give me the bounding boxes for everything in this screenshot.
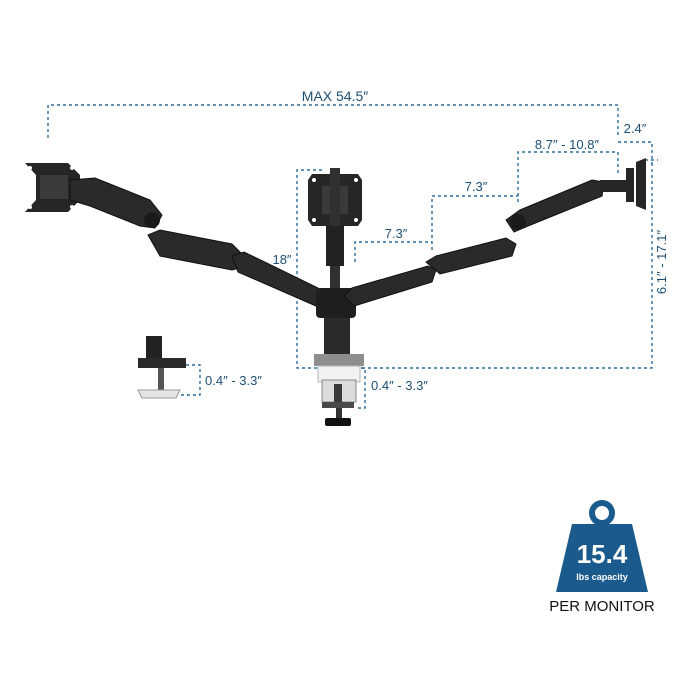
center-clamp [314, 354, 364, 426]
capacity-unit: lbs capacity [576, 572, 628, 582]
right-arm-lower [343, 237, 517, 307]
arm-reach-label: 8.7″ - 10.8″ [535, 137, 600, 152]
weight-icon [556, 524, 648, 592]
lower-segment-label: 7.3″ [385, 226, 408, 241]
vertical-range-label: 6.1″ - 17.1″ [654, 230, 669, 295]
pole-height-dim-line [296, 160, 653, 369]
left-arm-lower [147, 229, 326, 307]
right-vesa-plate [600, 158, 646, 210]
pole-height-label: 18″ [272, 252, 291, 267]
upper-segment-label: 7.3″ [465, 179, 488, 194]
capacity-caption: PER MONITOR [549, 598, 655, 615]
capacity-badge: 15.4 lbs capacity [556, 500, 648, 592]
dimension-lines [47, 104, 658, 409]
right-arm-upper [505, 179, 605, 233]
upper-segment-dim-line [431, 195, 518, 250]
max-width-label: MAX 54.5″ [302, 88, 368, 104]
grommet-mount [137, 336, 186, 399]
grommet-clamp-dim-line [355, 367, 366, 409]
grommet-clamp-label: 0.4″ - 3.3″ [371, 378, 428, 393]
desk-clamp-label: 0.4″ - 3.3″ [205, 373, 262, 388]
left-vesa-plate [25, 163, 80, 212]
weight-handle-icon [589, 500, 615, 526]
capacity-value: 15.4 [577, 539, 628, 569]
offset-label: 2.4″ [624, 121, 647, 136]
arm-reach-dim-line [517, 151, 619, 202]
max-width-dim-line [47, 104, 619, 138]
offset-dim-line [618, 141, 653, 165]
left-arm-upper [69, 177, 163, 229]
lower-segment-dim-line [354, 241, 432, 262]
desk-clamp-dim-line [180, 364, 201, 396]
